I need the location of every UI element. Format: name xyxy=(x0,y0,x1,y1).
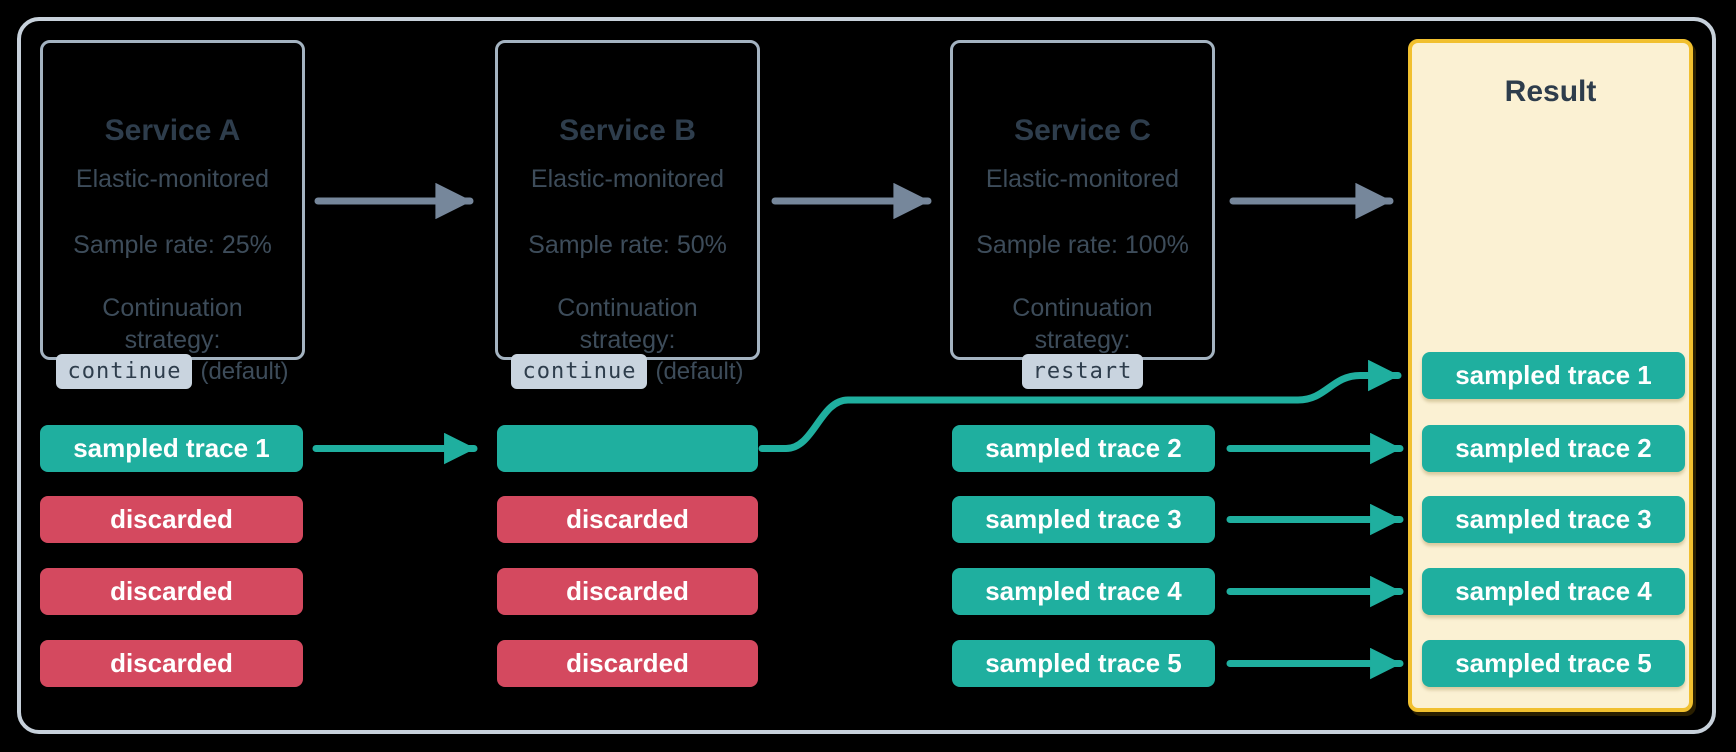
trace-pill: discarded xyxy=(40,640,303,687)
restart-chip: restart xyxy=(1021,354,1144,389)
trace-pill: sampled trace 1 xyxy=(40,425,303,472)
service-a-title: Service A xyxy=(104,114,241,147)
service-b-box: Service B Elastic-monitored Sample rate:… xyxy=(495,40,760,389)
result-pill: sampled trace 4 xyxy=(1422,568,1685,615)
trace-pill: discarded xyxy=(40,496,303,543)
trace-pill: discarded xyxy=(497,640,758,687)
service-a-box: Service A Elastic-monitored Sample rate:… xyxy=(40,40,305,389)
trace-pill: sampled trace 2 xyxy=(952,425,1215,472)
service-c-strategy-value: restart xyxy=(953,354,1212,389)
continue-chip: continue xyxy=(511,354,648,389)
service-b-sample-rate: Sample rate: 50% xyxy=(528,231,727,259)
service-a-strategy-value: continue (default) xyxy=(43,354,302,389)
service-b-title: Service B xyxy=(559,114,696,147)
strategy-line1: Continuation xyxy=(557,294,698,322)
result-pill: sampled trace 3 xyxy=(1422,496,1685,543)
strategy-line1: Continuation xyxy=(102,294,243,322)
result-pill: sampled trace 2 xyxy=(1422,425,1685,472)
service-c-title: Service C xyxy=(1014,114,1151,147)
service-b-strategy-value: continue (default) xyxy=(498,354,757,389)
result-pill: sampled trace 5 xyxy=(1422,640,1685,687)
default-note: (default) xyxy=(655,357,744,385)
trace-pill: discarded xyxy=(40,568,303,615)
service-c-subtitle: Elastic-monitored xyxy=(985,165,1180,193)
service-a-sample-rate: Sample rate: 25% xyxy=(73,231,272,259)
result-pill: sampled trace 1 xyxy=(1422,352,1685,399)
service-c-box: Service C Elastic-monitored Sample rate:… xyxy=(950,40,1215,389)
trace-pill: discarded xyxy=(497,496,758,543)
strategy-line2: strategy: xyxy=(1034,326,1131,354)
trace-pill: sampled trace 4 xyxy=(952,568,1215,615)
result-title: Result xyxy=(1504,75,1597,108)
continue-chip: continue xyxy=(56,354,193,389)
trace-pill: sampled trace 5 xyxy=(952,640,1215,687)
trace-pill xyxy=(497,425,758,472)
service-b-strategy-label: Continuation strategy: xyxy=(498,292,757,356)
service-a-strategy-label: Continuation strategy: xyxy=(43,292,302,356)
service-c-sample-rate: Sample rate: 100% xyxy=(976,231,1189,259)
strategy-line2: strategy: xyxy=(579,326,676,354)
service-b-subtitle: Elastic-monitored xyxy=(530,165,725,193)
default-note: (default) xyxy=(200,357,289,385)
trace-pill: sampled trace 3 xyxy=(952,496,1215,543)
service-a-subtitle: Elastic-monitored xyxy=(75,165,270,193)
diagram-frame xyxy=(17,17,1716,734)
strategy-line1: Continuation xyxy=(1012,294,1153,322)
trace-pill: discarded xyxy=(497,568,758,615)
service-c-strategy-label: Continuation strategy: xyxy=(953,292,1212,356)
strategy-line2: strategy: xyxy=(124,326,221,354)
